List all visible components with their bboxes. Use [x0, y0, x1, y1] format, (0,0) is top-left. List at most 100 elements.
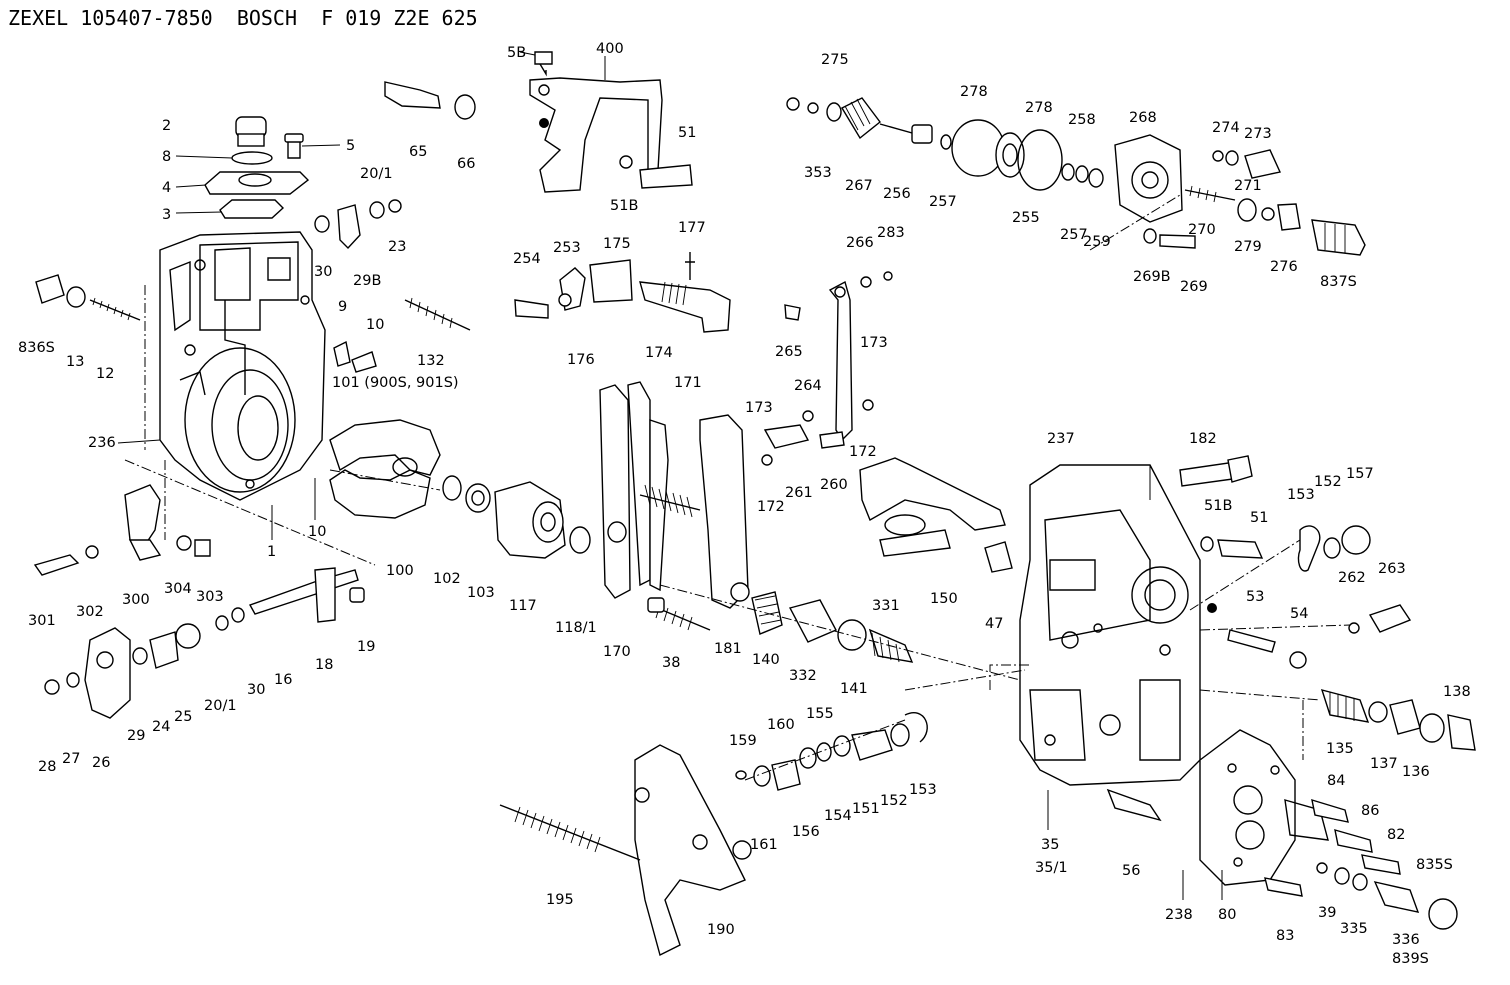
- part-label: 19: [357, 639, 375, 655]
- part-label: 53: [1246, 589, 1264, 605]
- spring-and-pin-row: [647, 591, 914, 663]
- part-label: 161: [750, 837, 778, 853]
- part-label: 257: [929, 194, 957, 210]
- housing-cover-parts: [204, 116, 310, 219]
- part-label: 304: [164, 581, 192, 597]
- part-label: 278: [1025, 100, 1053, 116]
- part-label: 159: [729, 733, 757, 749]
- part-label: 56: [1122, 863, 1140, 879]
- part-label: 1: [267, 544, 276, 560]
- part-label: 835S: [1416, 857, 1453, 873]
- part-label: 28: [38, 759, 56, 775]
- part-label: 279: [1234, 239, 1262, 255]
- zexel-brand: ZEXEL: [8, 6, 69, 30]
- part-label: 157: [1346, 466, 1374, 482]
- part-label: 39: [1318, 905, 1336, 921]
- part-label: 265: [775, 344, 803, 360]
- part-label: 172: [757, 499, 785, 515]
- part-label: 132: [417, 353, 445, 369]
- part-label: 82: [1387, 827, 1405, 843]
- part-label: 274: [1212, 120, 1240, 136]
- part-label: 117: [509, 598, 537, 614]
- part-label: 3: [162, 207, 171, 223]
- part-label: 154: [824, 808, 852, 824]
- part-label: 16: [274, 672, 292, 688]
- part-label: 136: [1402, 764, 1430, 780]
- part-label: 155: [806, 706, 834, 722]
- bosch-part-number: F 019 Z2E 625: [321, 6, 478, 30]
- diagram-header: ZEXEL 105407-7850 BOSCH F 019 Z2E 625: [8, 6, 478, 30]
- part-label: 269: [1180, 279, 1208, 295]
- part-label: 152: [880, 793, 908, 809]
- left-lever-parts: [33, 484, 365, 719]
- part-label: 18: [315, 657, 333, 673]
- part-label: 141: [840, 681, 868, 697]
- part-label: 5: [346, 138, 355, 154]
- part-label: 54: [1290, 606, 1308, 622]
- part-label: 23: [388, 239, 406, 255]
- part-label: 29B: [353, 273, 381, 289]
- part-label: 264: [794, 378, 822, 394]
- part-label: 30: [314, 264, 332, 280]
- governor-housing: [159, 231, 326, 501]
- part-label: 13: [66, 354, 84, 370]
- part-label: 254: [513, 251, 541, 267]
- part-label: 177: [678, 220, 706, 236]
- assembly-centerlines: [124, 194, 1351, 781]
- part-label: 255: [1012, 210, 1040, 226]
- part-label: 10: [308, 524, 326, 540]
- main-pump-housing: [1019, 455, 1412, 822]
- part-label: 283: [877, 225, 905, 241]
- right-top-cover-parts: [786, 97, 1366, 256]
- part-label: 353: [804, 165, 832, 181]
- part-label: 174: [645, 345, 673, 361]
- part-label: 171: [674, 375, 702, 391]
- bosch-brand: BOSCH: [236, 6, 298, 30]
- part-label: 170: [603, 644, 631, 660]
- part-label: 35: [1041, 837, 1059, 853]
- part-label: 256: [883, 186, 911, 202]
- part-label: 156: [792, 824, 820, 840]
- part-label: 12: [96, 366, 114, 382]
- part-label: 47: [985, 616, 1003, 632]
- part-label: 65: [409, 144, 427, 160]
- part-label: 150: [930, 591, 958, 607]
- part-label: 51B: [1204, 498, 1232, 514]
- part-label: 10: [366, 317, 384, 333]
- part-label: 153: [1287, 487, 1315, 503]
- part-label: 137: [1370, 756, 1398, 772]
- part-label: 140: [752, 652, 780, 668]
- part-label: 238: [1165, 907, 1193, 923]
- part-label: 336: [1392, 932, 1420, 948]
- lower-center-lever-parts: [499, 712, 928, 957]
- part-label: 80: [1218, 907, 1236, 923]
- part-label: 26: [92, 755, 110, 771]
- part-label: 269B: [1133, 269, 1171, 285]
- part-label: 176: [567, 352, 595, 368]
- part-label: 135: [1326, 741, 1354, 757]
- part-label: 83: [1276, 928, 1294, 944]
- top-bracket-400: [529, 51, 693, 193]
- part-label: 836S: [18, 340, 55, 356]
- part-label: 51: [678, 125, 696, 141]
- part-label: 253: [553, 240, 581, 256]
- part-label: 8: [162, 149, 171, 165]
- part-label: 332: [789, 668, 817, 684]
- part-label: 138: [1443, 684, 1471, 700]
- part-label: 273: [1244, 126, 1272, 142]
- part-label: 181: [714, 641, 742, 657]
- part-label: 152: [1314, 474, 1342, 490]
- part-label: 268: [1129, 110, 1157, 126]
- part-label: 258: [1068, 112, 1096, 128]
- small-parts-left: [35, 81, 476, 373]
- part-label: 20/1: [360, 166, 393, 182]
- part-label: 173: [745, 400, 773, 416]
- part-label: 20/1: [204, 698, 237, 714]
- part-label: 267: [845, 178, 873, 194]
- part-label: 182: [1189, 431, 1217, 447]
- part-label: 335: [1340, 921, 1368, 937]
- part-label: 4: [162, 180, 171, 196]
- part-label: 35/1: [1035, 860, 1068, 876]
